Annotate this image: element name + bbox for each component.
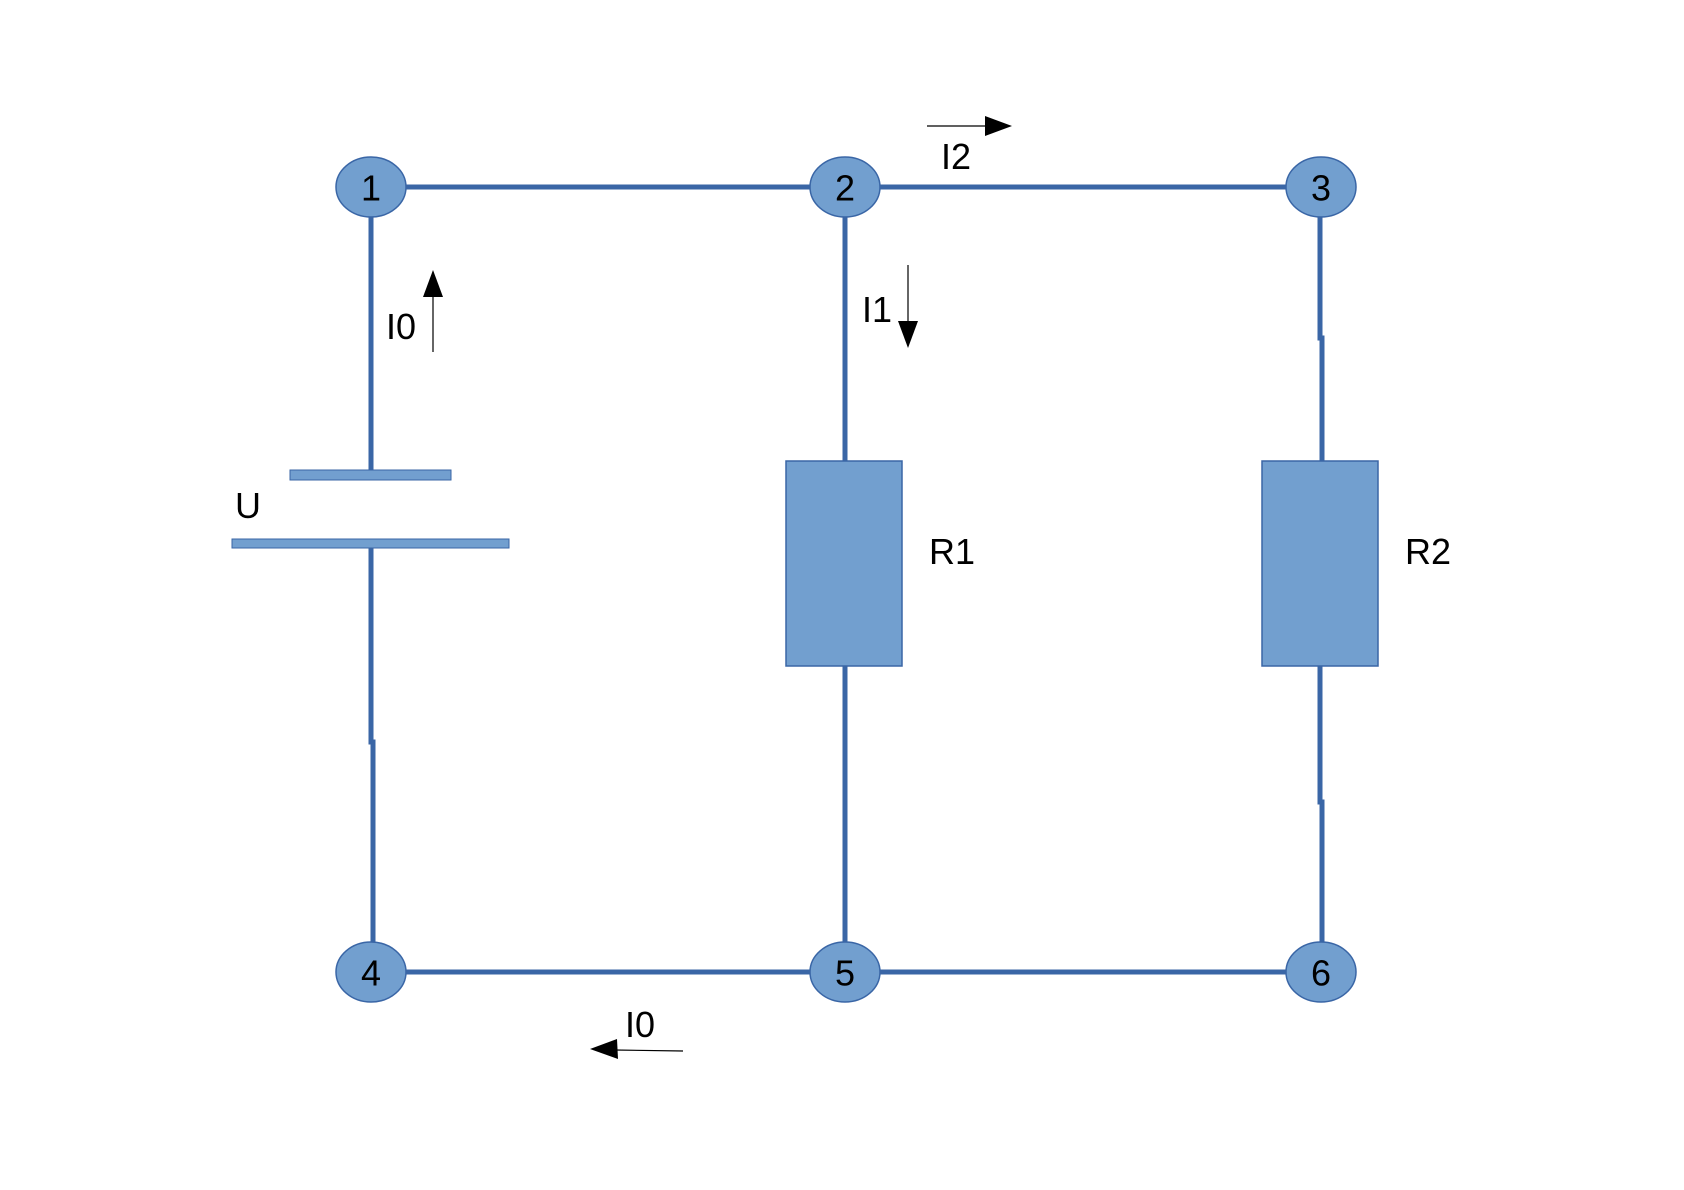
resistor-r1: R1: [785, 460, 975, 667]
wires: [368, 184, 1325, 975]
node-1: 1: [335, 156, 407, 218]
r1-label: R1: [929, 531, 975, 572]
node-4: 4: [335, 941, 407, 1003]
wire-source-node4: [368, 548, 376, 944]
node-1-label: 1: [361, 168, 381, 209]
source-label: U: [235, 485, 261, 526]
i2-label: I2: [941, 136, 971, 177]
i0-left-arrow-up-icon: [423, 270, 443, 297]
r2-label: R2: [1405, 531, 1451, 572]
source-plate-long: [231, 538, 510, 549]
node-6-label: 6: [1311, 953, 1331, 994]
current-i2: I2: [927, 116, 1012, 177]
voltage-source: U: [231, 469, 510, 549]
resistor-r2: R2: [1261, 460, 1451, 667]
i1-label: I1: [862, 289, 892, 330]
node-6-circle: [1285, 941, 1357, 1003]
node-5-label: 5: [835, 953, 855, 994]
node-2: 2: [809, 156, 881, 218]
node-2-label: 2: [835, 168, 855, 209]
node-4-circle: [335, 941, 407, 1003]
r2-body: [1261, 460, 1379, 667]
current-i0-bottom: I0: [590, 1004, 684, 1059]
wire-r2-node6: [1317, 666, 1325, 944]
node-2-circle: [809, 156, 881, 218]
node-4-label: 4: [361, 953, 381, 994]
i2-arrow-right-icon: [985, 116, 1012, 136]
node-5: 5: [809, 941, 881, 1003]
source-plate-short: [289, 469, 452, 481]
r1-body: [785, 460, 903, 667]
node-5-circle: [809, 941, 881, 1003]
node-1-circle: [335, 156, 407, 218]
i0-bottom-arrow-left-icon: [590, 1039, 618, 1059]
nodes: 1 2 3 4 5 6: [335, 156, 1357, 1003]
i0-bottom-label: I0: [625, 1004, 655, 1045]
node-6: 6: [1285, 941, 1357, 1003]
node-3-circle: [1285, 156, 1357, 218]
i1-arrow-down-icon: [898, 321, 918, 348]
node-3-label: 3: [1311, 168, 1331, 209]
i0-left-label: I0: [386, 306, 416, 347]
i0-bottom-arrow-shaft: [614, 1049, 684, 1052]
current-i0-left: I0: [386, 270, 443, 352]
current-i1: I1: [862, 265, 918, 348]
wire-node3-r2: [1317, 215, 1325, 462]
node-3: 3: [1285, 156, 1357, 218]
